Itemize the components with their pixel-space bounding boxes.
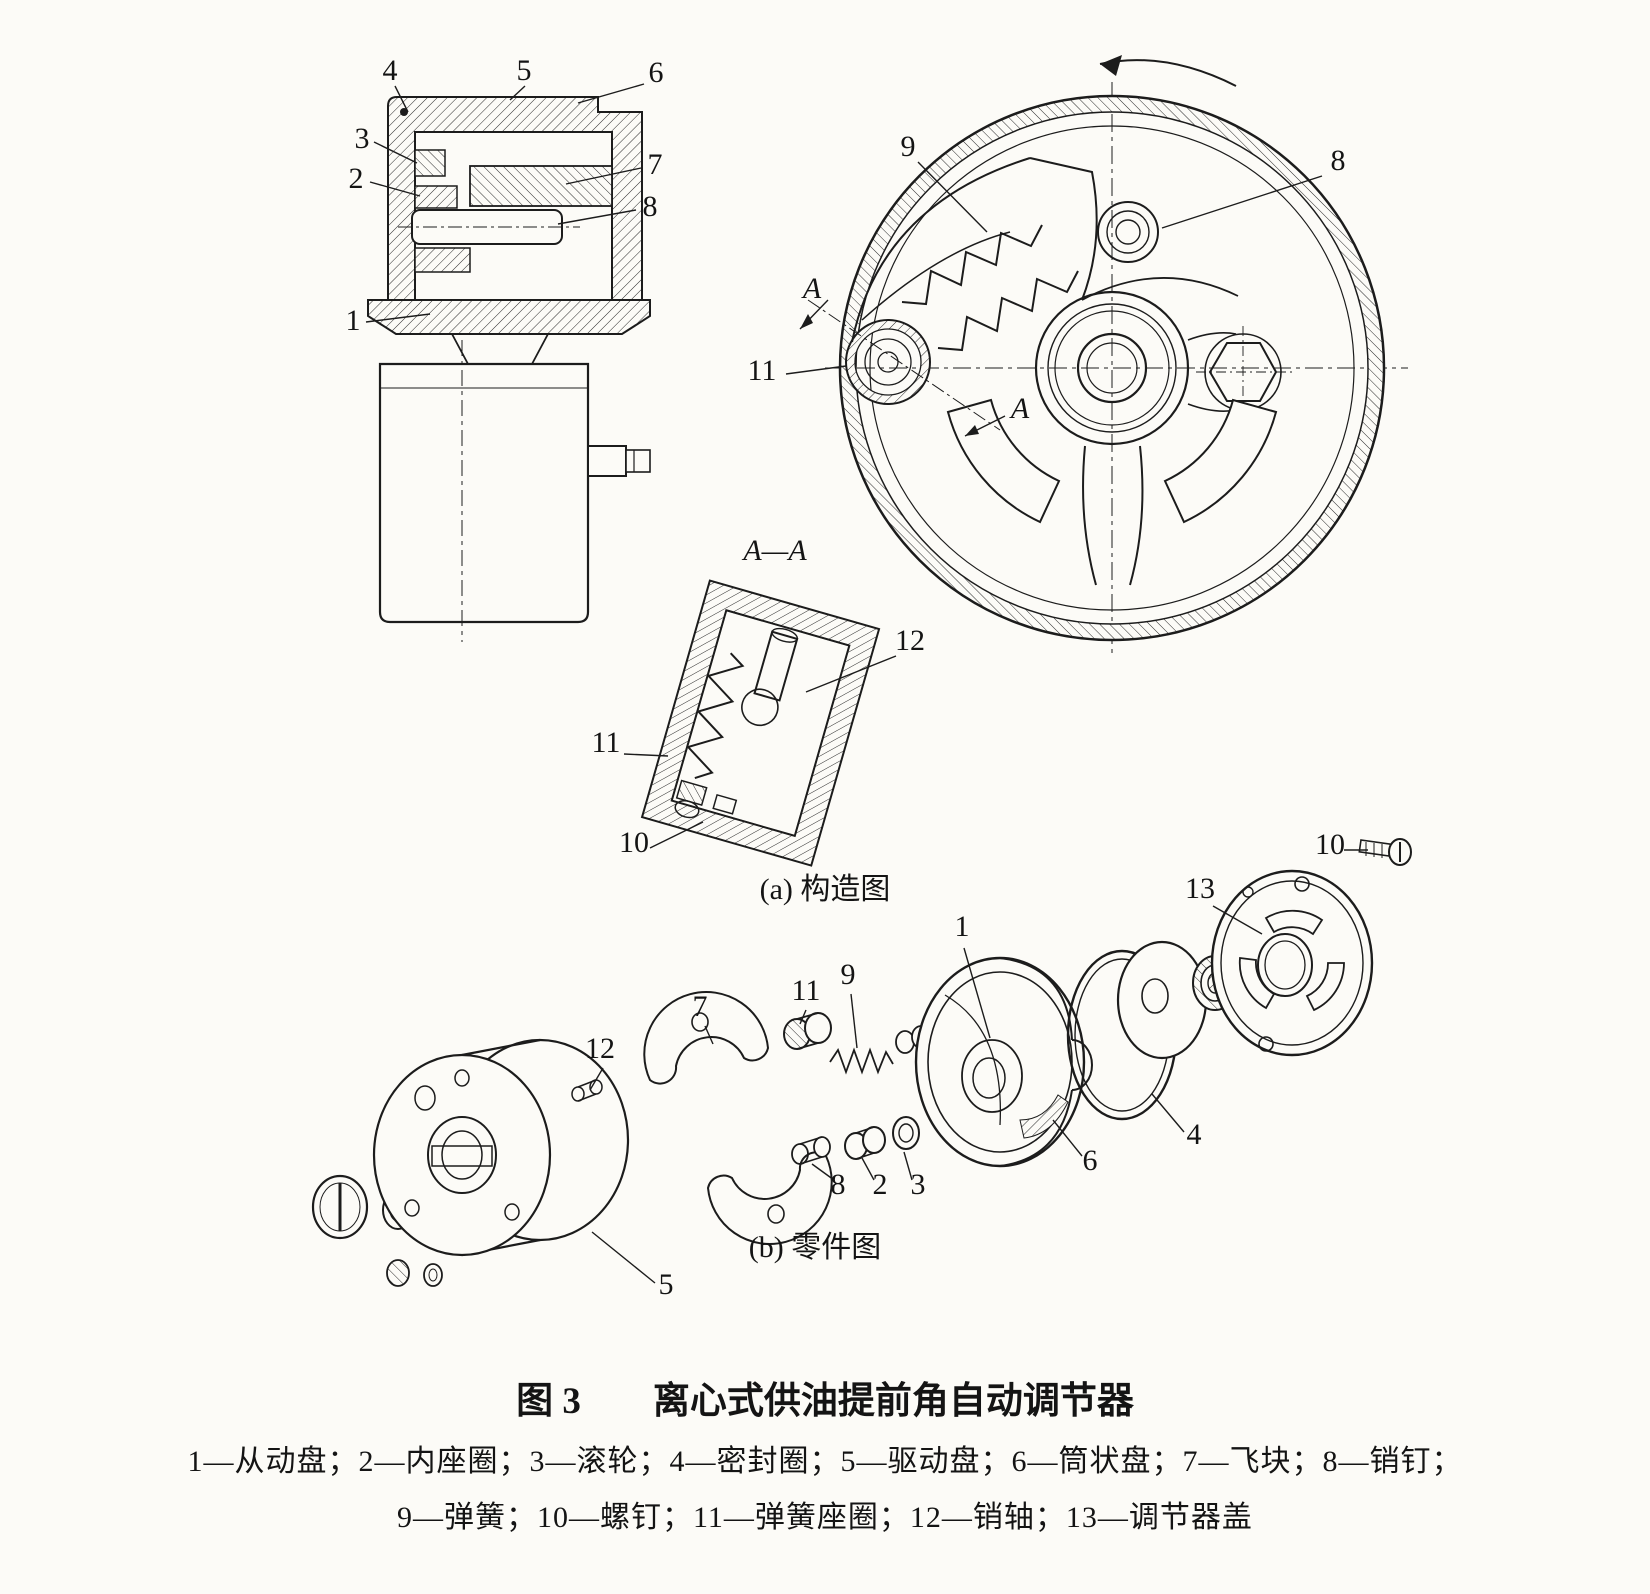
spring-coil-aa [686, 652, 745, 780]
section-title: A—A [741, 534, 807, 567]
section-aa-leaders [623, 655, 897, 849]
label-3: 3 [911, 1168, 926, 1201]
label-1: 1 [955, 910, 970, 943]
regulator-cover [1210, 869, 1374, 1057]
label-1: 1 [346, 304, 361, 337]
legend-line-2: 9—弹簧；10—螺钉；11—弹簧座圈；12—销轴；13—调节器盖 [397, 1501, 1253, 1534]
label-10: 10 [1315, 828, 1345, 861]
figure-title-row: 图 3 离心式供油提前角自动调节器 [0, 1370, 1650, 1424]
label-8: 8 [831, 1168, 846, 1201]
seal-dot [400, 108, 408, 116]
spring-coil-2 [937, 270, 1079, 352]
label-7: 7 [693, 990, 708, 1023]
spring-coil-1 [901, 224, 1043, 306]
roller [892, 1116, 920, 1150]
rotation-arrow [1099, 59, 1237, 87]
race-block [414, 185, 458, 209]
flyweight-block [469, 165, 613, 207]
exploded-labels: 10 13 1 9 11 7 12 4 6 8 2 3 5 [585, 828, 1345, 1301]
drive-disc [372, 1053, 552, 1257]
drive-slot-left [946, 398, 1061, 524]
label-3: 3 [355, 122, 370, 155]
label-10: 10 [619, 826, 649, 859]
pump-body [378, 362, 590, 624]
label-6: 6 [1083, 1144, 1098, 1177]
flange [367, 299, 651, 335]
figure-title: 离心式供油提前角自动调节器 [652, 1381, 1134, 1422]
label-4: 4 [1187, 1118, 1202, 1151]
label-5: 5 [517, 54, 532, 87]
section-mark-a-upper: A [801, 272, 822, 305]
label-9: 9 [901, 130, 916, 163]
label-11: 11 [592, 726, 621, 759]
label-2: 2 [873, 1168, 888, 1201]
label-6: 6 [649, 56, 664, 89]
spring-part [829, 1047, 894, 1075]
roller-block [414, 149, 446, 177]
label-11: 11 [792, 974, 821, 1007]
label-12: 12 [585, 1032, 615, 1065]
label-8: 8 [643, 190, 658, 223]
front-labels: 9 8 11 A A [748, 130, 1346, 425]
spring-seat [845, 319, 931, 405]
sectional-view [365, 83, 651, 642]
pin-part-b [791, 1143, 809, 1165]
label-2: 2 [349, 162, 364, 195]
label-8: 8 [1331, 144, 1346, 177]
section-aa-view [640, 579, 881, 867]
driven-cup [914, 956, 1086, 1168]
legend-line-1: 1—从动盘；2—内座圈；3—滚轮；4—密封圈；5—驱动盘；6—筒状盘；7—飞块；… [187, 1445, 1463, 1478]
label-7: 7 [648, 148, 663, 181]
label-13: 13 [1185, 872, 1215, 905]
label-11: 11 [748, 354, 777, 387]
diaphragm-disc [1116, 940, 1208, 1060]
label-9: 9 [841, 958, 856, 991]
side-stub [587, 445, 627, 477]
caption-a: (a) 构造图 [759, 873, 891, 906]
sectional-labels: 4 5 6 3 2 7 8 1 [346, 54, 664, 337]
front-view [785, 55, 1408, 658]
caption-b: (b) 零件图 [748, 1231, 882, 1264]
screw-shank [1358, 839, 1392, 857]
flyweight-outline [851, 157, 1031, 343]
label-5: 5 [659, 1268, 674, 1301]
drive-slot-right [1163, 398, 1278, 524]
flyweight-upper [643, 991, 770, 1085]
label-12: 12 [895, 624, 925, 657]
section-aa-labels: A—A 12 11 10 [592, 534, 925, 859]
pin-axle [753, 630, 799, 702]
exploded-view [311, 838, 1412, 1287]
figure-number: 图 3 [516, 1381, 581, 1422]
pin-circle [1097, 201, 1159, 263]
label-4: 4 [383, 54, 398, 87]
section-mark-a-lower: A [1009, 392, 1030, 425]
